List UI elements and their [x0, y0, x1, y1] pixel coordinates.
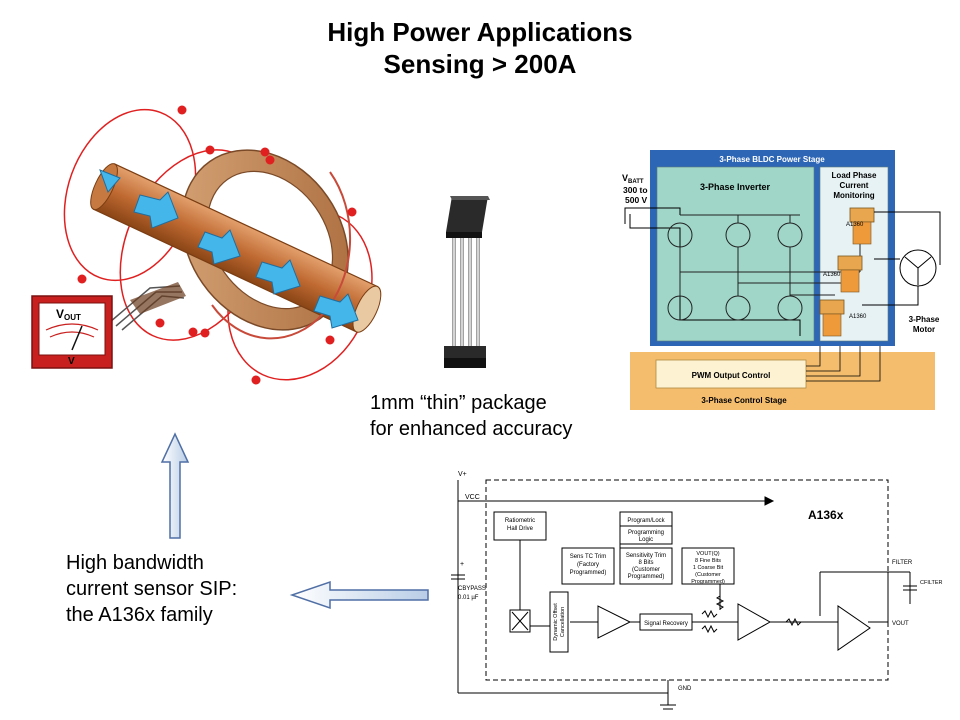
field-dots: [77, 105, 357, 385]
cbypass-value: 0.01 µF: [458, 595, 479, 601]
sens-tc-line-2: (Factory: [577, 562, 599, 568]
inverter-panel: [656, 166, 815, 342]
cfilter-label: CFILTER: [920, 580, 943, 586]
a1360-sensor-2: A1360: [823, 255, 863, 293]
vout-trim-box: [681, 547, 735, 585]
motor-line-1: 3-Phase: [909, 315, 940, 324]
meter-needle: [71, 325, 83, 351]
pwm-box: [655, 359, 807, 389]
title-line-1: High Power Applications: [327, 17, 633, 47]
vcc-label: VCC: [465, 494, 480, 501]
a1360-sensor-1: A1360: [846, 207, 875, 245]
svg-text:A1360: A1360: [846, 222, 864, 228]
cbypass-label: CBYPASS: [458, 586, 486, 592]
motor-icon: [862, 211, 941, 306]
package-caption-line-1: 1mm “thin” package: [370, 392, 547, 414]
vout-trim-line-3: 1 Coarse Bit: [693, 565, 724, 571]
a136x-block-diagram: V+ VCC A136x: [451, 471, 943, 710]
vout-trim-line-2: 8 Fine Bits: [695, 558, 721, 564]
vbatt-label: VBATT: [622, 173, 644, 185]
monitor-line-2: Current: [840, 181, 869, 190]
current-arrow-icon: [99, 169, 121, 193]
programming-logic-line-1: Programming: [628, 530, 664, 536]
sensor-caption: High bandwidth current sensor SIP: the A…: [66, 550, 237, 628]
vout-trim-line-1: VOUT(Q): [696, 551, 719, 557]
sens-trim-line-2: 8 Bits: [638, 560, 653, 566]
monitor-line-3: Monitoring: [833, 191, 874, 200]
hall-sensor: [130, 282, 186, 314]
offset-line-2: Cancellation: [560, 607, 566, 637]
current-arrow-icon: [133, 191, 179, 229]
gnd-label: GND: [678, 686, 692, 692]
chip-boundary: [485, 479, 889, 681]
vbatt-range-2: 500 V: [625, 195, 648, 205]
programming-logic-box: [619, 525, 673, 545]
current-arrow-icon: [313, 293, 359, 329]
inverter-label: 3-Phase Inverter: [700, 182, 771, 192]
programming-logic-line-2: Logic: [639, 537, 653, 543]
cap-plus-sign: +: [460, 561, 464, 568]
up-arrow-icon: [160, 432, 190, 539]
monitor-line-1: Load Phase: [832, 171, 877, 180]
meter-unit: V: [68, 356, 75, 367]
toroid-illustration: VOUT V: [31, 105, 382, 385]
control-stage-label: 3-Phase Control Stage: [701, 396, 787, 405]
current-arrow-icon: [197, 229, 241, 265]
bldc-title: 3-Phase BLDC Power Stage: [719, 155, 825, 164]
signal-recovery-label: Signal Recovery: [644, 621, 688, 627]
left-arrow-icon: [289, 580, 429, 610]
svg-text:A1360: A1360: [849, 314, 867, 320]
offset-cancel-box: [549, 591, 569, 653]
a1360-sensor-3: A1360: [819, 299, 867, 337]
svg-text:A1360: A1360: [823, 272, 841, 278]
control-lines: [806, 346, 881, 382]
vout-label: VOUT: [892, 621, 909, 627]
filter-label: FILTER: [892, 560, 913, 566]
sip-package: [444, 196, 490, 368]
program-lock-label: Program/Lock: [627, 518, 665, 524]
meter-label: VOUT: [56, 307, 81, 322]
voltmeter: VOUT V: [31, 295, 113, 369]
sensor-caption-line-2: current sensor SIP:: [66, 578, 238, 600]
pwm-label: PWM Output Control: [692, 371, 771, 380]
sens-tc-line-3: Programmed): [570, 570, 607, 576]
sensor-caption-line-3: the A136x family: [66, 604, 213, 626]
chip-name: A136x: [808, 508, 844, 522]
buffer-amp-triangle: [837, 605, 871, 651]
output-amp-triangle: [737, 603, 772, 641]
offset-line-1: Dynamic Offset: [553, 603, 559, 641]
vout-trim-line-5: Programmed): [691, 579, 725, 585]
hall-drive-box: [493, 511, 547, 541]
sens-tc-trim-box: [561, 547, 615, 585]
vbatt-range-1: 300 to: [623, 185, 648, 195]
sens-trim-line-4: Programmed): [628, 574, 665, 580]
bldc-diagram: 3-Phase BLDC Power Stage 3-Phase Inverte…: [622, 150, 941, 410]
current-arrow-icon: [255, 259, 301, 295]
signal-recovery-box: [639, 613, 693, 631]
sens-trim-line-1: Sensitivity Trim: [626, 553, 666, 559]
sensitivity-trim-box: [619, 547, 673, 585]
title-line-2: Sensing > 200A: [383, 49, 577, 79]
sensor-caption-line-1: High bandwidth: [66, 552, 204, 574]
motor-line-2: Motor: [913, 325, 935, 334]
sens-tc-line-1: Sens TC Trim: [570, 554, 607, 560]
hall-drive-line-1: Ratiometric: [505, 518, 535, 524]
block-wires: [451, 480, 917, 710]
sens-trim-line-3: (Customer: [632, 567, 660, 573]
package-caption-line-2: for enhanced accuracy: [370, 418, 573, 440]
package-caption: 1mm “thin” package for enhanced accuracy: [370, 390, 572, 442]
preamp-triangle: [597, 605, 632, 639]
hall-drive-line-2: Hall Drive: [507, 526, 534, 532]
vplus-label: V+: [458, 471, 467, 478]
vout-trim-line-4: (Customer: [695, 572, 721, 578]
